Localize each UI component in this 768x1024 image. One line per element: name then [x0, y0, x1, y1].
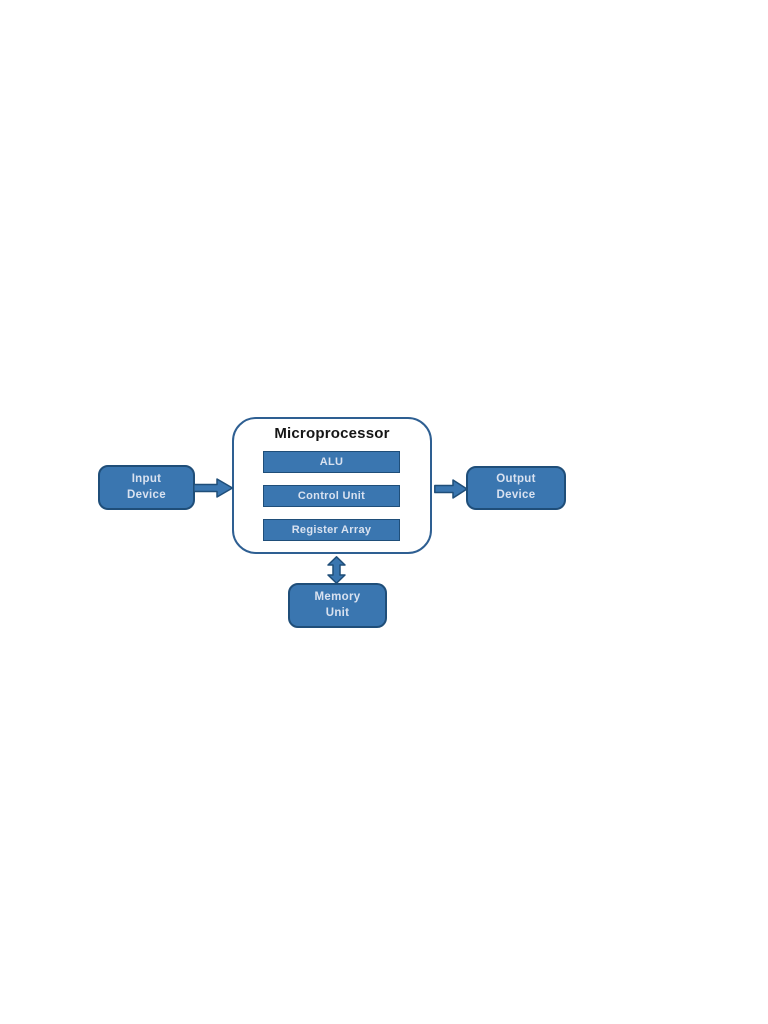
node-memory-unit: Memory Unit	[288, 583, 387, 628]
block-alu: ALU	[263, 451, 400, 473]
output-device-label-line1: Output	[496, 473, 536, 486]
node-input-device: Input Device	[98, 465, 195, 510]
arrow-right-icon	[434, 478, 468, 500]
block-control-unit: Control Unit	[263, 485, 400, 507]
input-device-label-line2: Device	[127, 488, 166, 501]
memory-unit-label-line2: Unit	[325, 606, 350, 619]
arrow-right-icon	[193, 477, 234, 499]
microprocessor-container: Microprocessor ALU Control Unit Register…	[232, 417, 432, 554]
block-register-array: Register Array	[263, 519, 400, 541]
memory-unit-label-line1: Memory	[314, 590, 361, 603]
node-output-device: Output Device	[466, 466, 566, 510]
input-device-label-line1: Input	[131, 472, 162, 485]
microprocessor-title: Microprocessor	[274, 425, 390, 442]
output-device-label-line2: Device	[496, 489, 536, 501]
arrow-double-vertical-icon	[326, 556, 347, 584]
